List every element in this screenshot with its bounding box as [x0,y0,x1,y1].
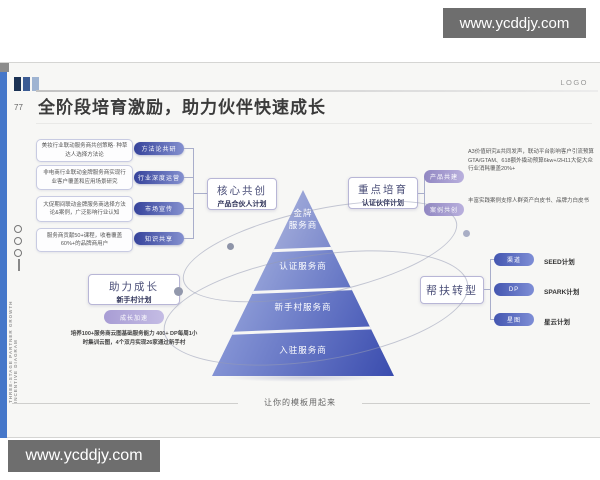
watermark-bottom: www.ycddjy.com [8,440,160,472]
hub-subtitle: 产品合伙人计划 [217,201,267,208]
deco-circle-icon [14,237,22,245]
page-number: 77 [14,103,23,112]
tier-label: 入驻服务商 [279,345,327,355]
tier-label: 金牌 服务商 [288,208,318,230]
pill-channel: 渠道 [494,253,534,266]
connector [418,193,424,194]
hub-core-cocreation: 核心共创 产品合伙人计划 [207,178,277,210]
slide-title: 全阶段培育激励，助力伙伴快速成长 [38,98,326,117]
tier-label: 认证服务商 [279,261,327,271]
pyramid-tier-registered [212,331,394,376]
pill-knowledge: 知识共享 [134,232,184,245]
hub-title: 帮扶转型 [426,285,478,297]
title-underline [36,123,592,124]
connector [490,259,491,320]
hub-transform-support: 帮扶转型 [420,276,484,304]
corner-square [0,63,9,72]
pill-industry-ops: 行业深度运营 [134,171,184,184]
pill-marketing: 市场宣传 [134,202,184,215]
footer-line [12,403,238,404]
footer-line [362,403,590,404]
pill-growth-accelerate: 成长加速 [104,310,164,324]
pill-xingtu: 星图 [494,313,534,326]
satellite-dot [174,287,183,296]
header-square-light [32,77,39,91]
satellite-dot [463,230,470,237]
connector [184,177,193,178]
pill-product-cobuild: 产品共建 [424,170,464,183]
connector [424,176,425,210]
side-vertical-text: THREE-STAGE PARTNER GROWTH INCENTIVE DIA… [8,300,18,403]
partner-pyramid: 金牌 服务商 认证服务商 新手村服务商 入驻服务商 [212,190,394,376]
connector [490,319,494,320]
deco-circle-icon [14,249,22,257]
watermark-top: www.ycddjy.com [443,8,586,38]
plan-label-nebula: 星云计划 [544,319,570,326]
left-note-box: 美妆行业联动服务商共创策略· 种草达人选择方法论 [36,139,133,162]
deco-dash [18,259,20,271]
hub-focus-cultivation: 重点培育 认证伙伴计划 [348,177,418,209]
pyramid-shadow [222,373,384,382]
tier-label: 新手村服务商 [274,302,332,312]
connector [184,148,193,149]
header-square-mid [23,77,30,91]
hub-title: 重点培育 [358,185,408,196]
left-note-box: 非电商行业联动金牌服务商实现行业客户覆盖和应用场景研究 [36,165,133,190]
logo-text: LOGO [560,78,588,87]
slide-surface: LOGO 77 全阶段培育激励，助力伙伴快速成长 THREE-STAGE PAR… [0,62,600,438]
hub-subtitle: 新手村计划 [116,297,152,304]
hub-subtitle: 认证伙伴计划 [362,200,404,207]
connector [184,238,193,239]
right-note-text: A3价值研究&共同发声，联动平台影响客户引流预算GTA/GTAM、618额外撬动… [468,149,594,173]
left-note-box: 大促期间联动金牌服务商选择方法论&案例，广泛影响行业认知 [36,196,133,222]
connector [193,193,207,194]
header-square-dark [14,77,21,91]
connector [184,208,193,209]
hub-title: 助力成长 [109,282,159,293]
left-blue-strip [0,72,7,438]
pill-dp: DP [494,283,534,296]
hub-title: 核心共创 [217,186,267,197]
hub-growth-support: 助力成长 新手村计划 [88,274,180,305]
pill-case-cocreate: 案例共创 [424,203,464,216]
satellite-dot [227,243,234,250]
left-note-box: 服务商贡献50+课程，收看覆盖60%+的品牌商用户 [36,228,133,252]
connector [484,289,490,290]
growth-note-text: 培养100+服务商云图基础服务能力 400+ DP每周1小时集训云图，4个双月实… [70,331,198,346]
deco-circle-icon [14,225,22,233]
plan-label-spark: SPARK计划 [544,289,580,296]
right-note-text: 丰富实践案例支撑人群资产白皮书、品牌力白皮书 [468,198,590,204]
plan-label-seed: SEED计划 [544,259,575,266]
pill-methodology: 方法论共研 [134,142,184,155]
header-divider [36,90,598,92]
footer-text: 让你的模板用起来 [264,398,336,407]
connector [490,259,494,260]
